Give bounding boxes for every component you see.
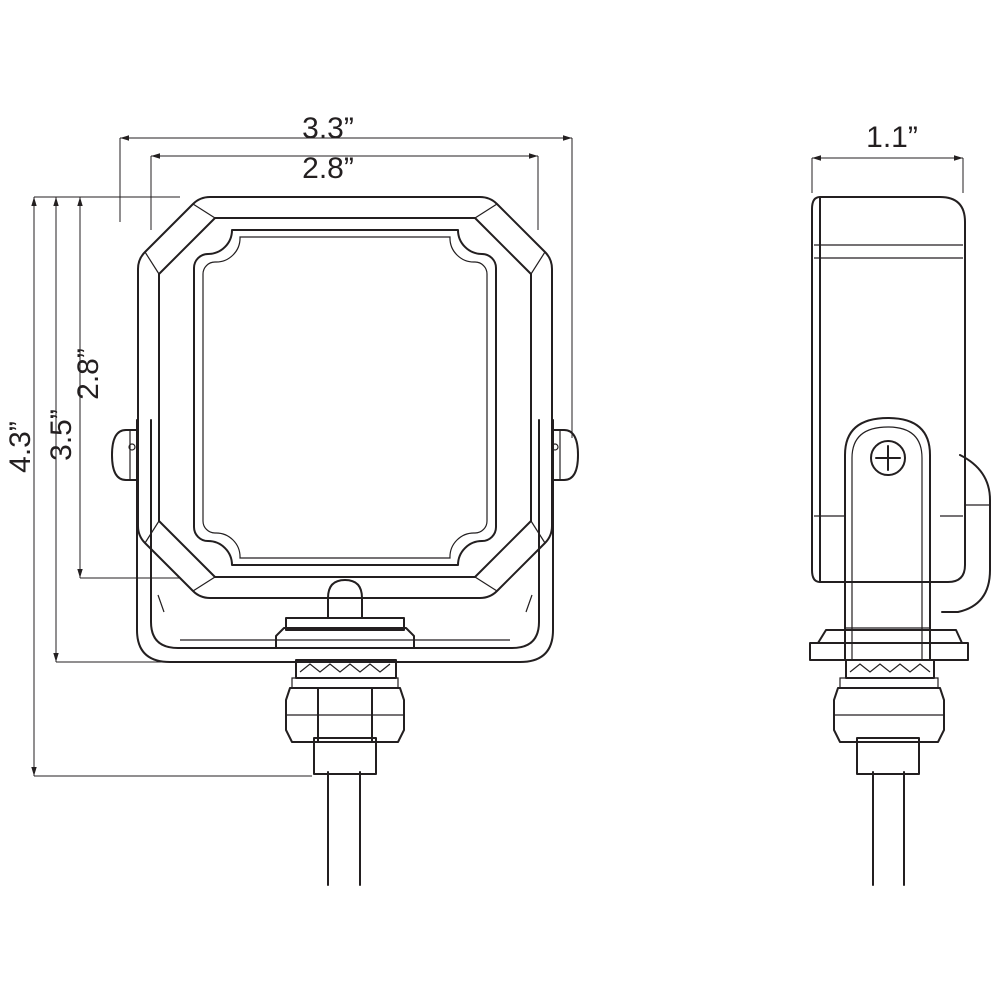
overall-height-label: 4.3” (4, 421, 37, 473)
dimension-lines (31, 135, 964, 777)
front-u-bracket (136, 419, 554, 663)
front-mount-plate (275, 617, 415, 649)
front-housing (137, 196, 553, 599)
bracket-height-label: 3.5” (45, 409, 78, 461)
side-strain-relief (856, 737, 920, 775)
front-thread (295, 659, 397, 679)
screw-icon (870, 440, 906, 476)
side-depth-label: 1.1” (866, 121, 918, 154)
lens-width-label: 2.8” (302, 152, 354, 185)
front-lens (193, 229, 497, 566)
front-cable (327, 771, 361, 886)
front-left-knob (111, 429, 138, 481)
front-strain-relief (313, 737, 377, 775)
side-cable (872, 771, 905, 886)
side-thread (845, 659, 935, 679)
side-base-plate (809, 629, 969, 661)
side-bracket-arm (844, 417, 931, 661)
lens-height-label: 2.8” (72, 348, 105, 400)
side-body (811, 196, 966, 583)
front-swivel-neck (327, 579, 363, 619)
side-rear-lobe (941, 454, 991, 613)
side-hex-nut (833, 677, 945, 743)
overall-width-label: 3.3” (302, 112, 354, 145)
front-right-knob (551, 429, 579, 481)
front-hex-nut (285, 677, 405, 743)
side-view (809, 196, 991, 886)
front-view (111, 196, 579, 886)
